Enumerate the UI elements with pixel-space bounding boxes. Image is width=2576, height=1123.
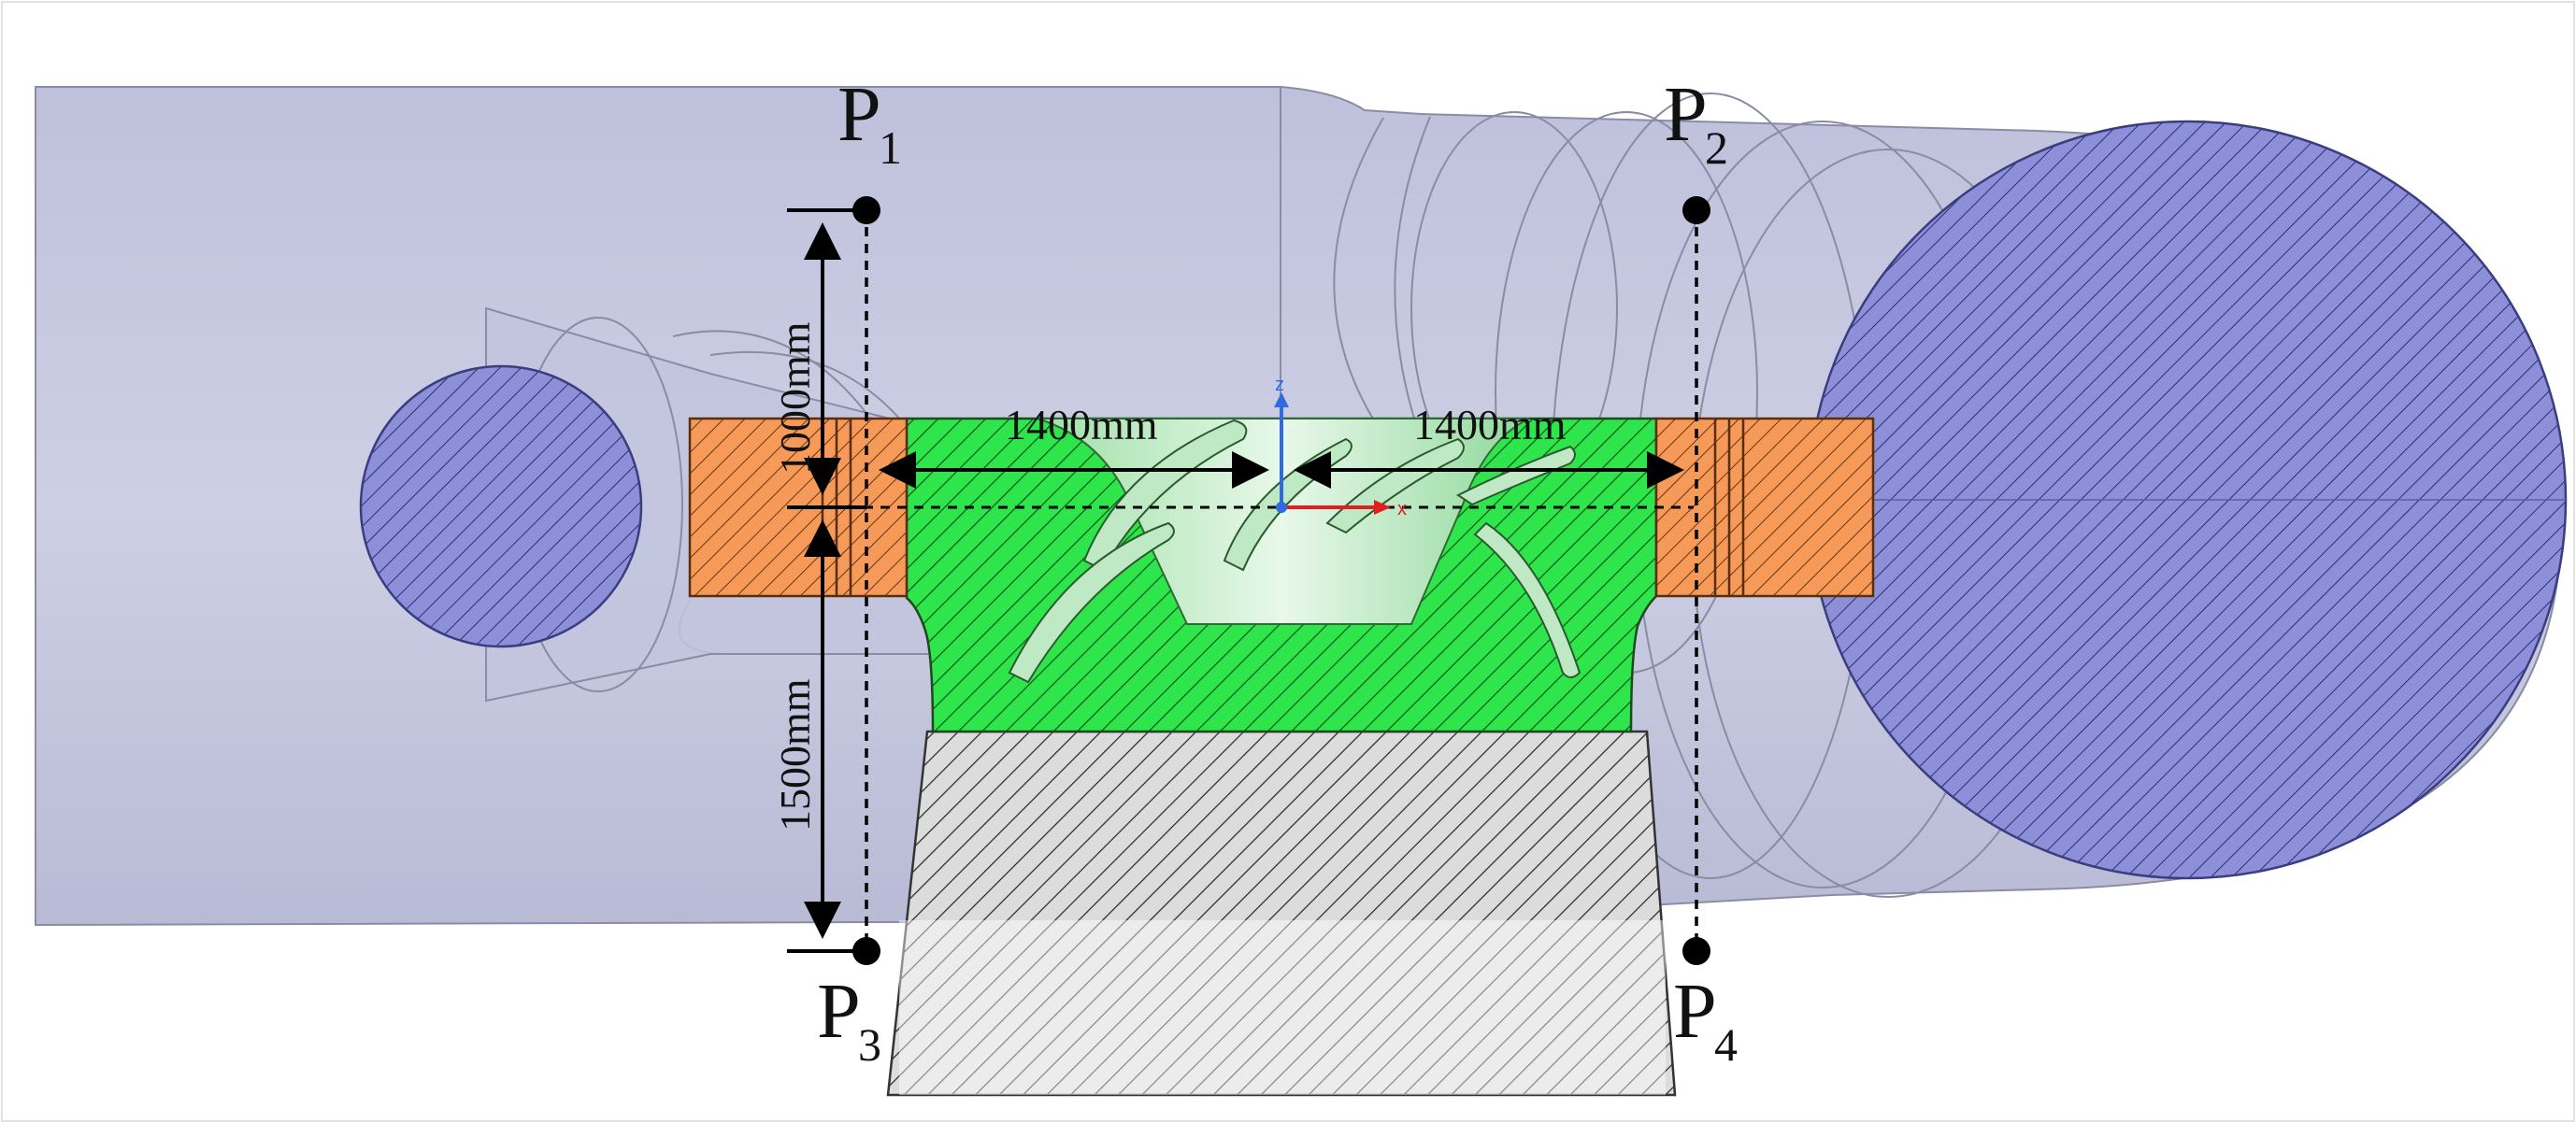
point-p4-subscript: 4 [1714,1018,1738,1071]
dimension-right-horizontal: 1400mm [1413,401,1567,448]
point-p4-marker [1682,937,1710,965]
vertical-dimension [787,208,866,953]
inlet-section-circle [359,364,643,648]
point-label-p1: P 1 [837,71,902,174]
axis-x-label: x [1397,499,1407,519]
coordinate-axes: z x [1274,375,1407,519]
point-p2-marker [1682,196,1710,224]
point-p1-name: P [837,71,881,158]
point-p2-name: P [1664,71,1708,158]
point-p2-subscript: 2 [1705,121,1728,174]
dimension-lower-vertical: 1500mm [771,678,819,832]
point-p4-name: P [1673,968,1717,1055]
axis-z-label: z [1275,375,1284,395]
point-p3-subscript: 3 [858,1018,881,1071]
shaft-housing-lower-shade [899,920,1666,1095]
point-label-p4: P 4 [1673,968,1738,1071]
point-label-p2: P 2 [1664,71,1728,174]
point-p1-subscript: 1 [879,121,902,174]
dimension-upper-vertical: 1000mm [771,321,819,475]
dimension-left-horizontal: 1400mm [1005,401,1158,448]
point-p3-name: P [817,968,861,1055]
point-label-p3: P 3 [817,968,881,1071]
